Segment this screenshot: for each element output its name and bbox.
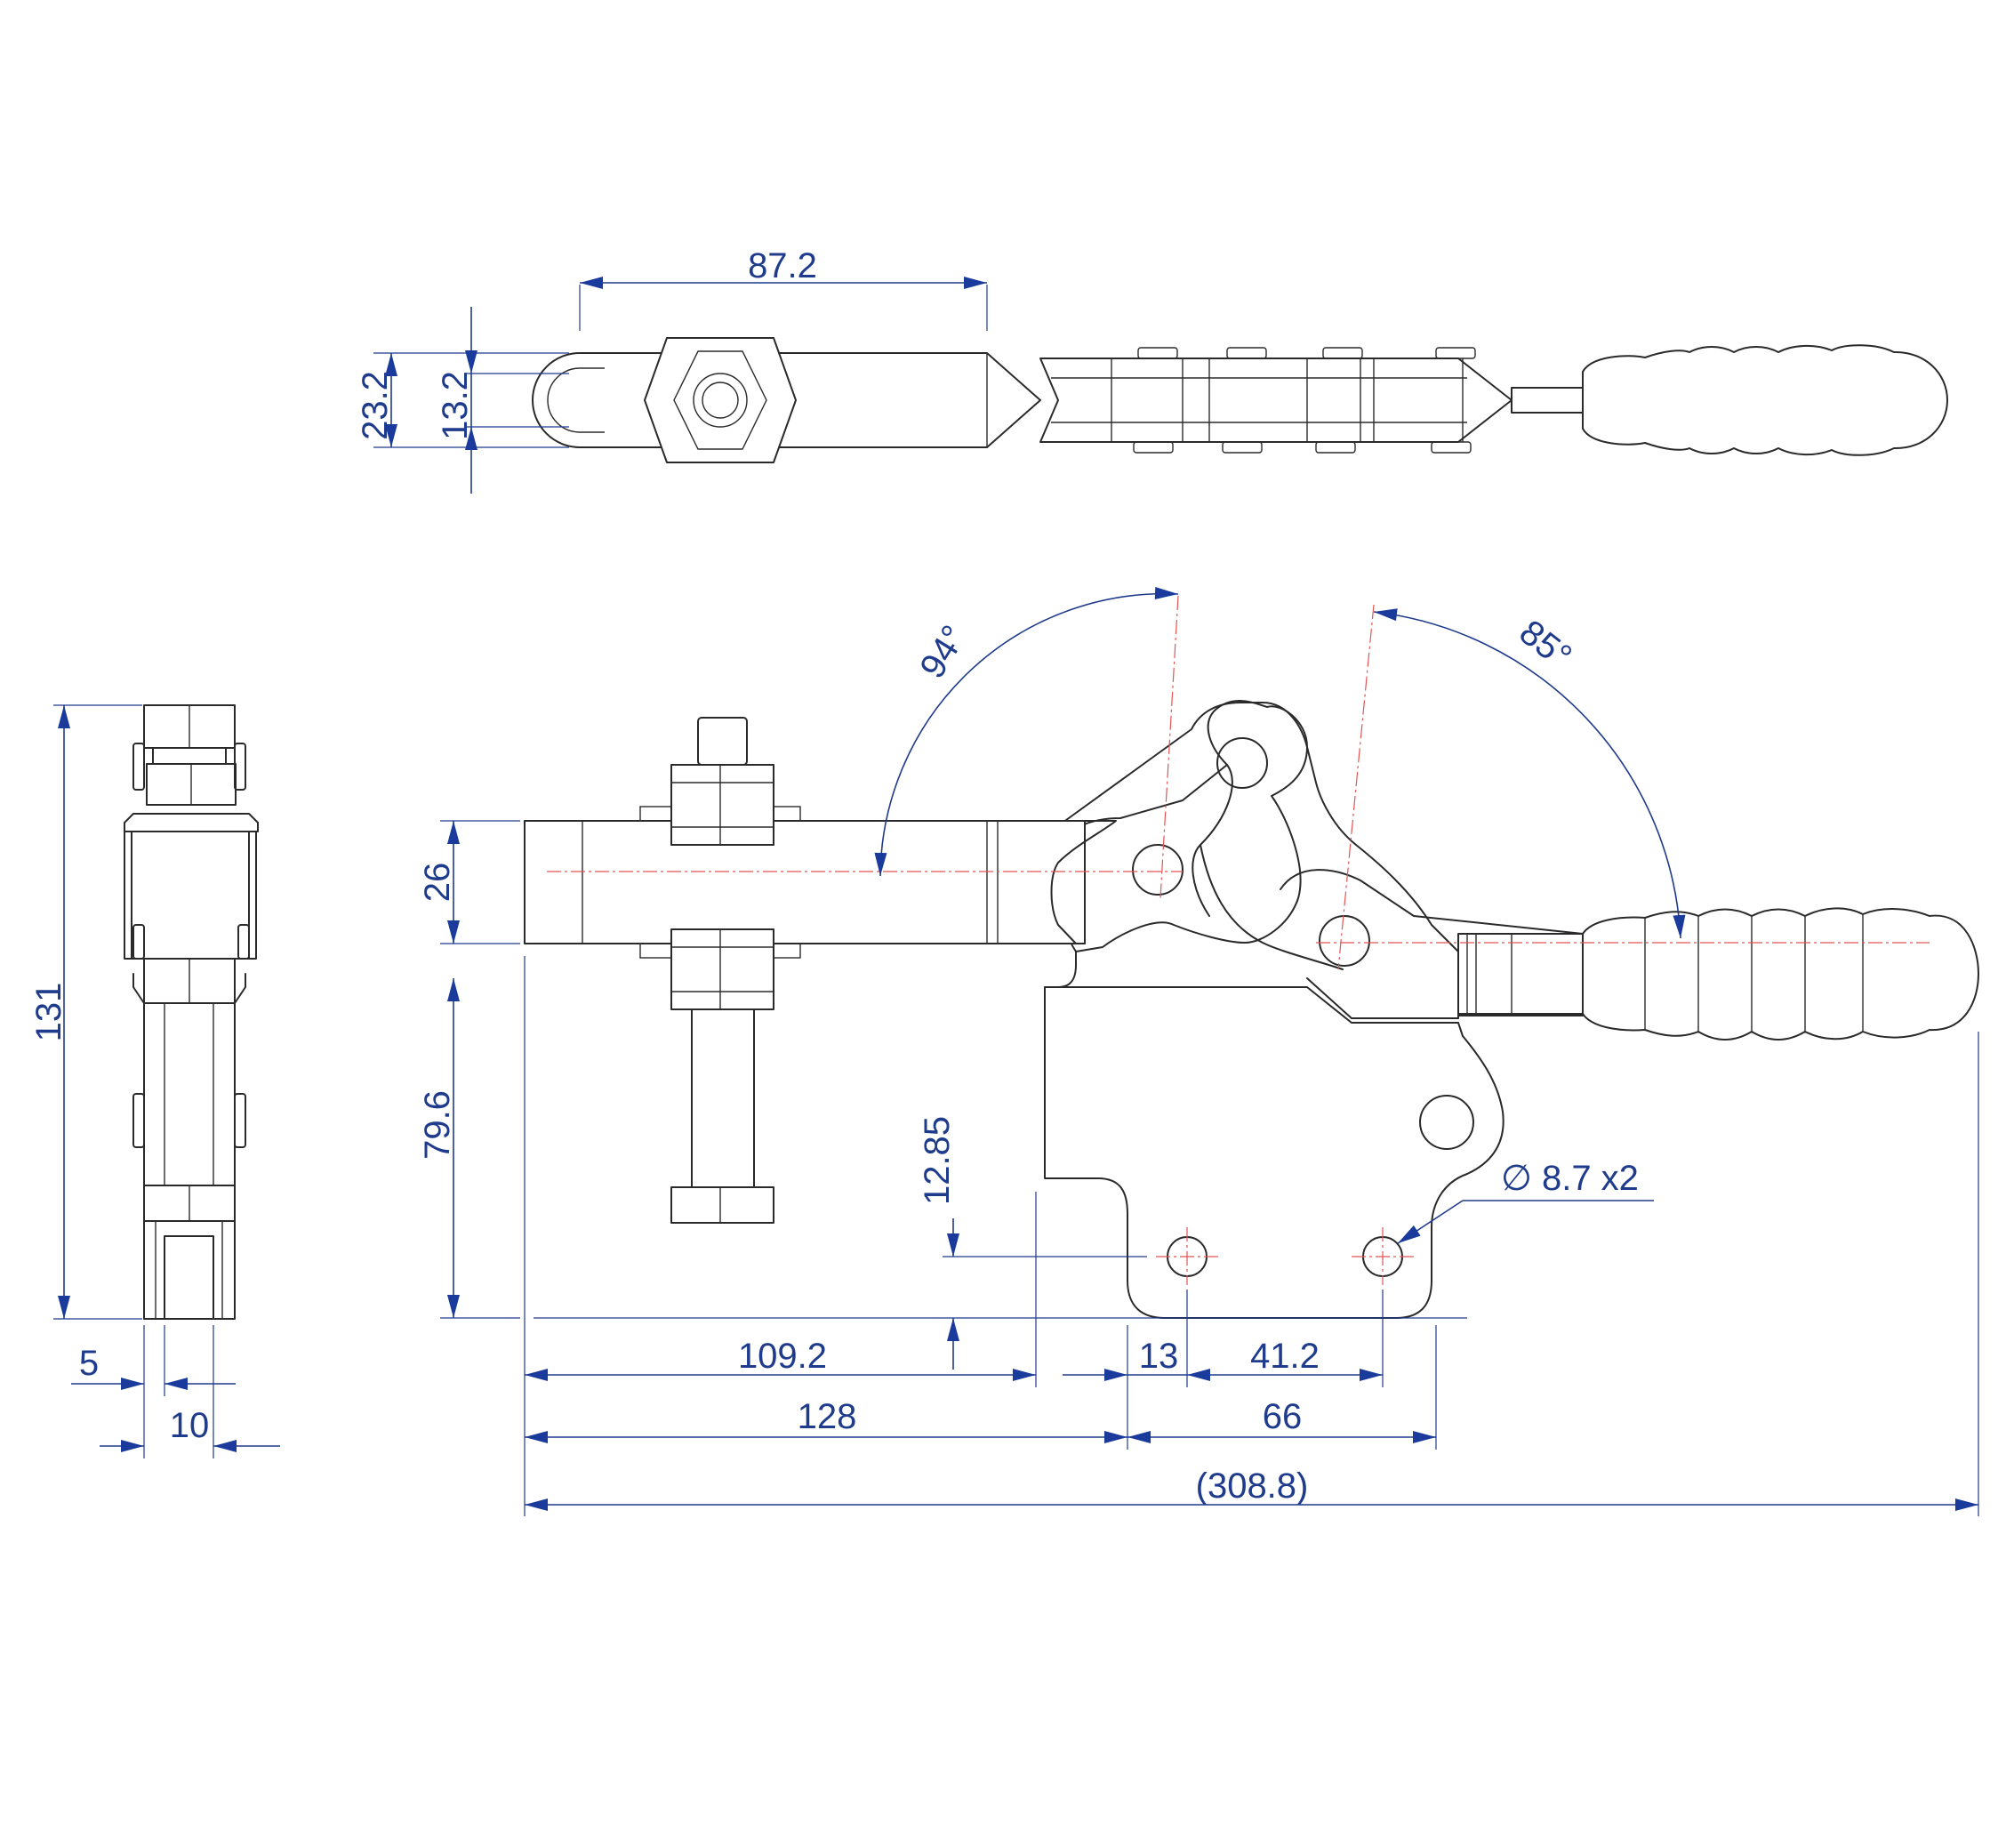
- arrowhead: [1398, 1225, 1421, 1243]
- arrowhead: [465, 350, 477, 374]
- arrowhead: [121, 1440, 144, 1452]
- dim-131: 131: [29, 983, 68, 1042]
- side-view-center-lines: [547, 595, 1930, 1285]
- arrowhead: [964, 277, 987, 289]
- arrowhead: [525, 1431, 548, 1443]
- arrowhead: [121, 1378, 144, 1390]
- side-view: [524, 700, 1979, 1319]
- end-view: [124, 704, 259, 1320]
- top-view-dimensions: [373, 282, 988, 494]
- arrowhead: [385, 353, 397, 376]
- arrowhead: [58, 1296, 70, 1319]
- arrowhead: [1013, 1369, 1036, 1381]
- arrowhead: [1187, 1369, 1210, 1381]
- dim-128: 128: [798, 1397, 857, 1436]
- arrowhead: [1360, 1369, 1383, 1381]
- dim-79-6: 79.6: [418, 1090, 457, 1160]
- dim-87-2: 87.2: [748, 246, 817, 285]
- arrowhead: [1673, 914, 1686, 938]
- arrowhead: [1374, 608, 1398, 622]
- arrowhead: [385, 424, 397, 447]
- arrowhead: [1104, 1369, 1127, 1381]
- arrowhead: [1413, 1431, 1436, 1443]
- top-view: [532, 337, 1948, 463]
- arrowhead: [1127, 1431, 1151, 1443]
- dim-13-2: 13.2: [436, 371, 475, 440]
- dimension-arrowheads: [58, 277, 1978, 1511]
- arrowhead: [1955, 1498, 1978, 1511]
- dim-angle-85: 85°: [1513, 613, 1579, 677]
- dim-66: 66: [1263, 1397, 1303, 1436]
- arrowhead: [1154, 587, 1178, 600]
- dim-12-85: 12.85: [918, 1116, 957, 1205]
- arrowhead: [874, 852, 887, 876]
- dim-26: 26: [418, 863, 457, 903]
- arrowhead: [447, 821, 460, 844]
- arrowhead: [164, 1378, 188, 1390]
- dim-41-2: 41.2: [1250, 1337, 1320, 1376]
- arrowhead: [465, 427, 477, 450]
- arrowhead: [947, 1318, 959, 1341]
- arrowhead: [525, 1498, 548, 1511]
- dim-5: 5: [79, 1344, 99, 1383]
- dim-308-8: (308.8): [1196, 1466, 1309, 1506]
- arrowhead: [525, 1369, 548, 1381]
- arrowhead: [947, 1233, 959, 1257]
- arrowhead: [447, 978, 460, 1001]
- arrowhead: [1104, 1431, 1127, 1443]
- side-view-dimensions: [440, 592, 1979, 1516]
- arrowhead: [580, 277, 603, 289]
- arrowhead: [447, 920, 460, 944]
- dimension-labels: 87.2 23.2 13.2 94° 85° 26 79.6 12.85 ∅ 8…: [29, 246, 1639, 1506]
- arrowhead: [447, 1295, 460, 1318]
- arrowhead: [213, 1440, 237, 1452]
- dim-13: 13: [1139, 1337, 1179, 1376]
- arrowhead: [58, 705, 70, 728]
- dim-10: 10: [170, 1406, 210, 1445]
- dim-hole-diameter: ∅ 8.7 x2: [1501, 1159, 1639, 1198]
- dim-109-2: 109.2: [738, 1337, 827, 1376]
